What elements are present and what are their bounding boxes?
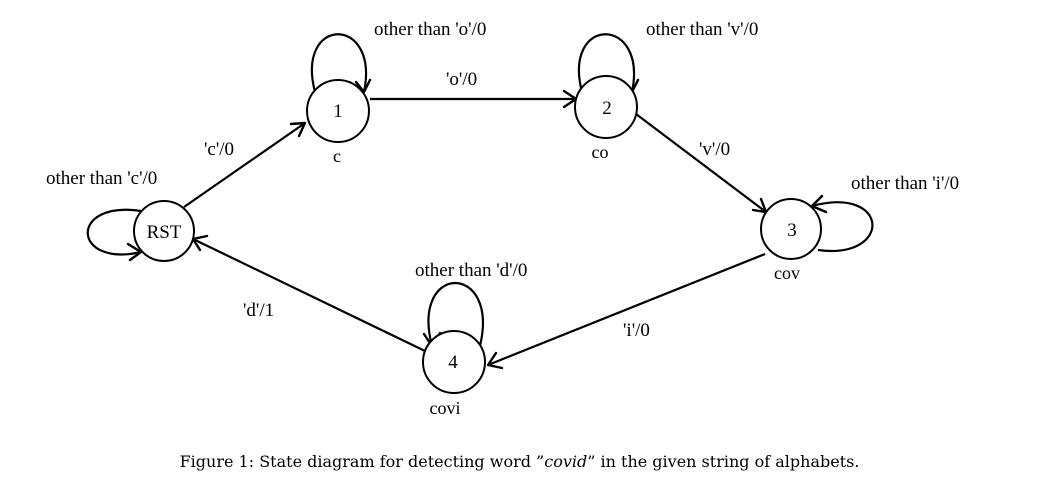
state-1-sub: c — [333, 146, 341, 166]
label-2-self: other than 'v'/0 — [646, 19, 758, 40]
state-3-label: 3 — [787, 220, 797, 241]
state-4-sub: covi — [430, 398, 461, 418]
label-3-to-4: 'i'/0 — [623, 320, 650, 341]
label-2-to-3: 'v'/0 — [699, 139, 730, 160]
state-1-label: 1 — [333, 101, 343, 122]
edge-rst-to-1 — [183, 121, 307, 208]
self-loop-rst — [86, 208, 143, 262]
state-rst: RST — [133, 200, 195, 262]
figure-caption: Figure 1: State diagram for detecting wo… — [0, 452, 1039, 471]
edge-3-to-4 — [486, 252, 766, 370]
state-4: 4 covi — [422, 330, 486, 418]
state-3: 3 cov — [760, 198, 822, 283]
edge-2-to-3 — [635, 113, 768, 214]
state-2-sub: co — [592, 142, 609, 162]
self-loop-1 — [310, 33, 372, 94]
state-1: 1 c — [306, 79, 370, 166]
label-rst-self: other than 'c'/0 — [46, 168, 157, 189]
state-3-sub: cov — [774, 263, 800, 283]
state-4-label: 4 — [448, 352, 458, 373]
edge-4-to-rst — [191, 234, 426, 352]
edge-1-to-2 — [370, 89, 578, 109]
state-2-label: 2 — [602, 98, 612, 119]
self-loop-3 — [810, 194, 874, 253]
caption-word: covid — [544, 452, 588, 471]
label-4-to-rst: 'd'/1 — [243, 300, 274, 321]
label-1-to-2: 'o'/0 — [446, 69, 477, 90]
state-2: 2 co — [574, 75, 638, 162]
state-rst-label: RST — [147, 222, 182, 243]
label-4-self: other than 'd'/0 — [415, 260, 527, 281]
label-rst-to-1: 'c'/0 — [204, 139, 234, 160]
label-1-self: other than 'o'/0 — [374, 19, 486, 40]
caption-suffix: ” in the given string of alphabets. — [587, 452, 860, 471]
label-3-self: other than 'i'/0 — [851, 173, 959, 194]
caption-prefix: Figure 1: State diagram for detecting wo… — [179, 452, 545, 471]
